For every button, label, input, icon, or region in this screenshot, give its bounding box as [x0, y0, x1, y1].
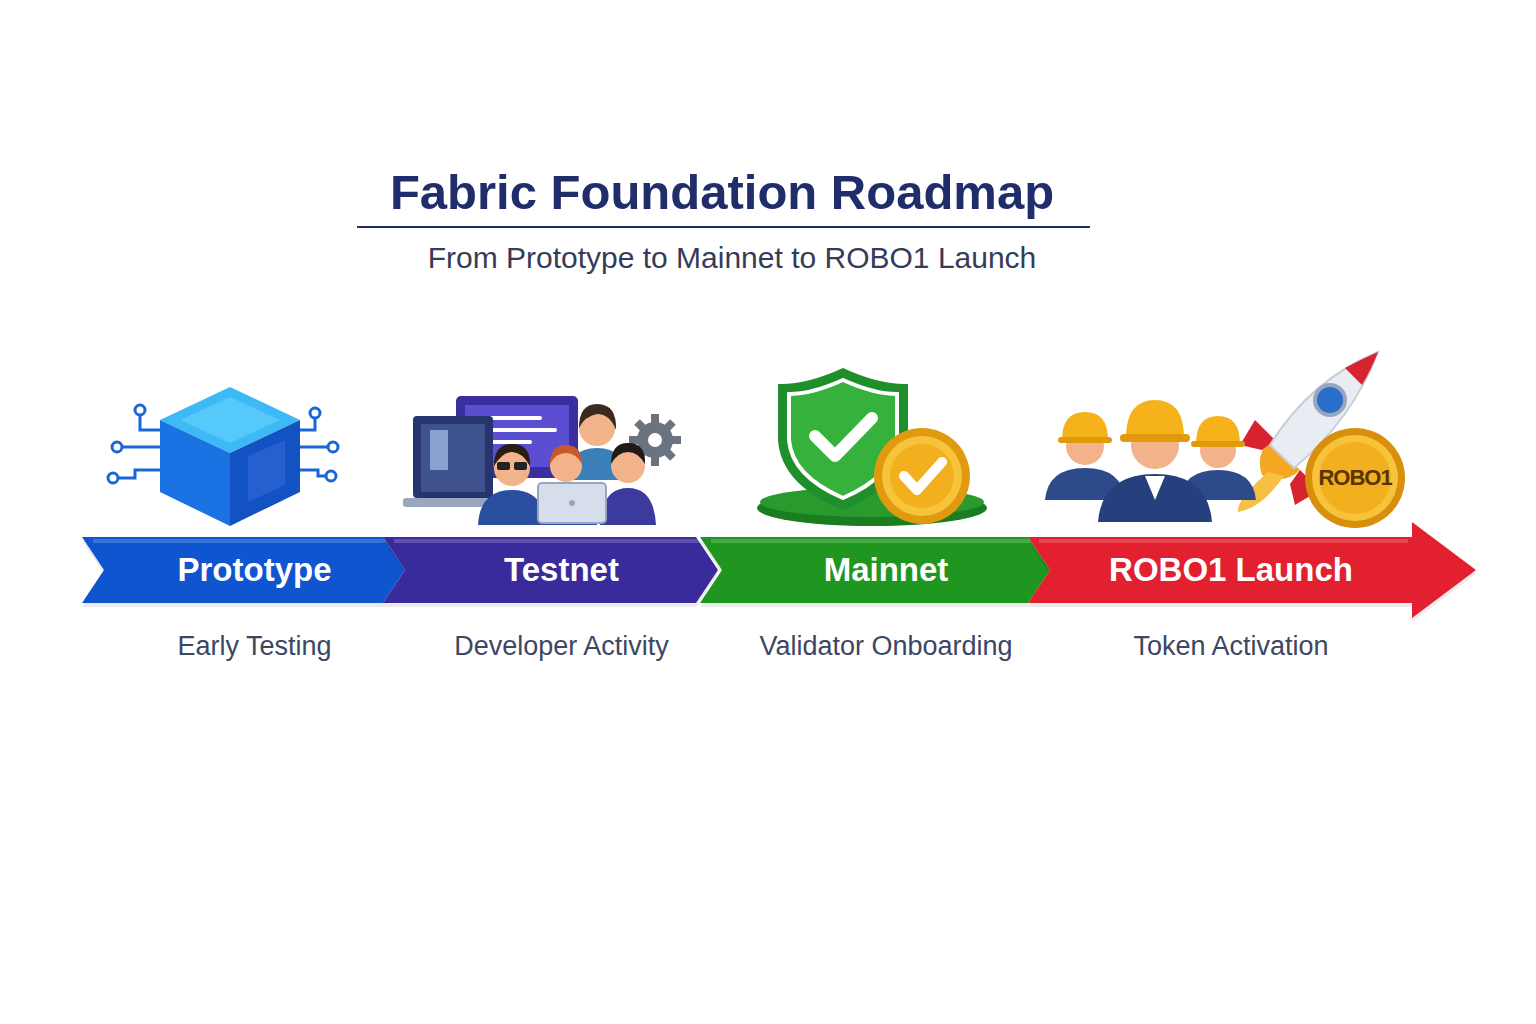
launch-icon	[1045, 352, 1405, 528]
developers-icon-part	[579, 404, 616, 430]
cube-icon-part-part	[326, 471, 336, 481]
stage-name: ROBO1 Launch	[1050, 537, 1412, 603]
stage-name: Prototype	[104, 537, 405, 603]
launch-icon-part	[1196, 416, 1240, 444]
title: Fabric Foundation Roadmap	[390, 164, 1054, 220]
launch-icon-part	[1319, 442, 1391, 514]
stage-name: Mainnet	[722, 537, 1050, 603]
security-icon	[757, 368, 987, 526]
developers-icon-part	[538, 483, 606, 523]
cube-icon-part-part	[118, 470, 165, 478]
launch-icon-part	[1062, 412, 1108, 440]
chevron-shine	[93, 539, 401, 543]
cube-icon-part-part	[122, 446, 165, 449]
stage-description: Early Testing	[177, 631, 331, 662]
launch-icon-part	[1098, 474, 1212, 522]
chevron-fill	[383, 537, 718, 603]
launch-icon-part	[1312, 435, 1398, 521]
developers-icon-part	[421, 424, 485, 492]
developers-icon-part	[600, 488, 656, 525]
security-icon-part	[815, 418, 872, 456]
cube-icon-part-part	[328, 442, 338, 452]
developers-icon	[403, 396, 681, 525]
developers-icon-part	[497, 462, 510, 470]
roadmap-stage: MainnetValidator Onboarding	[700, 537, 1050, 603]
developers-icon-part	[430, 430, 448, 470]
developers-icon-part-part	[648, 433, 662, 447]
cube-icon-part-part	[135, 405, 145, 415]
cube-icon-part	[248, 440, 285, 502]
chevron-fill	[82, 537, 405, 603]
roadmap-stage: TestnetDeveloper Activity	[383, 537, 718, 603]
title-underline	[357, 226, 1090, 228]
coin-label: ROBO1	[1318, 465, 1391, 491]
cube-icon-part-part	[112, 442, 122, 452]
cube-icon-part	[180, 397, 280, 443]
launch-icon-part	[1120, 434, 1190, 442]
cube-icon-part-part	[310, 408, 320, 418]
stage-description: Developer Activity	[454, 631, 669, 662]
launch-icon-part	[1345, 352, 1378, 385]
developers-icon-part	[413, 416, 493, 498]
subtitle: From Prototype to Mainnet to ROBO1 Launc…	[428, 241, 1037, 275]
cube-icon-part-part	[108, 473, 118, 483]
launch-icon-part	[1058, 437, 1112, 443]
launch-icon-part	[1126, 400, 1184, 438]
cube-icon-part	[230, 420, 300, 526]
stage-description: Token Activation	[1133, 631, 1328, 662]
cube-icon	[108, 387, 338, 526]
security-icon-part	[904, 462, 942, 490]
developers-icon-part	[569, 500, 575, 506]
roadmap-stage: ROBO1 LaunchToken Activation	[1028, 537, 1476, 603]
security-icon-part	[882, 436, 962, 516]
launch-icon-part	[1145, 476, 1165, 500]
stage-description: Validator Onboarding	[759, 631, 1012, 662]
developers-icon-part	[550, 445, 582, 464]
chevron-fill	[700, 537, 1050, 603]
cube-icon-part	[160, 420, 230, 526]
launch-icon-part	[1315, 385, 1345, 415]
developers-icon-part	[611, 443, 645, 464]
launch-icon-part	[1191, 441, 1245, 447]
stage-name: Testnet	[405, 537, 718, 603]
chevron-shine	[394, 539, 714, 543]
security-icon-part	[874, 428, 970, 524]
chevron-shine	[1039, 539, 1408, 543]
developers-icon-part	[514, 462, 527, 470]
chevron-shine	[711, 539, 1046, 543]
security-icon-part	[890, 444, 954, 508]
launch-icon-part	[1305, 428, 1405, 528]
chevron-fill	[1028, 522, 1476, 618]
roadmap-stage: PrototypeEarly Testing	[82, 537, 405, 603]
